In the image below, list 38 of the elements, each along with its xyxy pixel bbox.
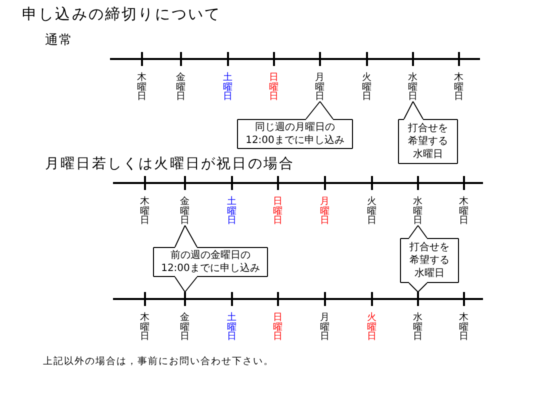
day-label: 木曜日 [458, 313, 470, 342]
day-label: 月曜日 [319, 313, 331, 342]
day-label: 水曜日 [412, 197, 424, 226]
speech-bubble: 打合せを希望する水曜日 [398, 119, 458, 164]
day-label: 土曜日 [222, 73, 234, 102]
subtitle: 通常 [45, 32, 73, 49]
day-label: 火曜日 [366, 313, 378, 342]
day-label: 月曜日 [319, 197, 331, 226]
day-label: 土曜日 [226, 313, 238, 342]
day-label: 金曜日 [179, 197, 191, 226]
callout-pointer [408, 282, 428, 292]
day-label: 木曜日 [458, 197, 470, 226]
callout-pointer [174, 276, 198, 292]
callout-pointer [174, 225, 198, 248]
note-text: 上記以外の場合は，事前にお問い合わせ下さい。 [43, 355, 274, 368]
day-label: 日曜日 [268, 73, 280, 102]
speech-bubble: 同じ週の月曜日の12:00までに申し込み [237, 119, 353, 149]
day-label: 木曜日 [136, 73, 148, 102]
day-label: 水曜日 [407, 73, 419, 102]
day-label: 日曜日 [272, 313, 284, 342]
day-label: 木曜日 [139, 313, 151, 342]
day-label: 木曜日 [453, 73, 465, 102]
day-label: 金曜日 [179, 313, 191, 342]
callout-pointer [408, 225, 428, 238]
day-label: 日曜日 [272, 197, 284, 226]
day-label: 水曜日 [412, 313, 424, 342]
title: 申し込みの締切りについて [22, 5, 222, 24]
day-label: 火曜日 [366, 197, 378, 226]
section-heading: 月曜日若しくは火曜日が祝日の場合 [45, 155, 295, 173]
speech-bubble: 前の週の金曜日の12:00までに申し込み [153, 247, 268, 277]
day-label: 木曜日 [139, 197, 151, 226]
day-label: 火曜日 [361, 73, 373, 102]
speech-bubble: 打合せを希望する水曜日 [400, 238, 459, 283]
callout-pointer [404, 101, 424, 120]
callout-pointer [306, 101, 334, 120]
day-label: 金曜日 [175, 73, 187, 102]
day-label: 土曜日 [226, 197, 238, 226]
day-label: 月曜日 [314, 73, 326, 102]
